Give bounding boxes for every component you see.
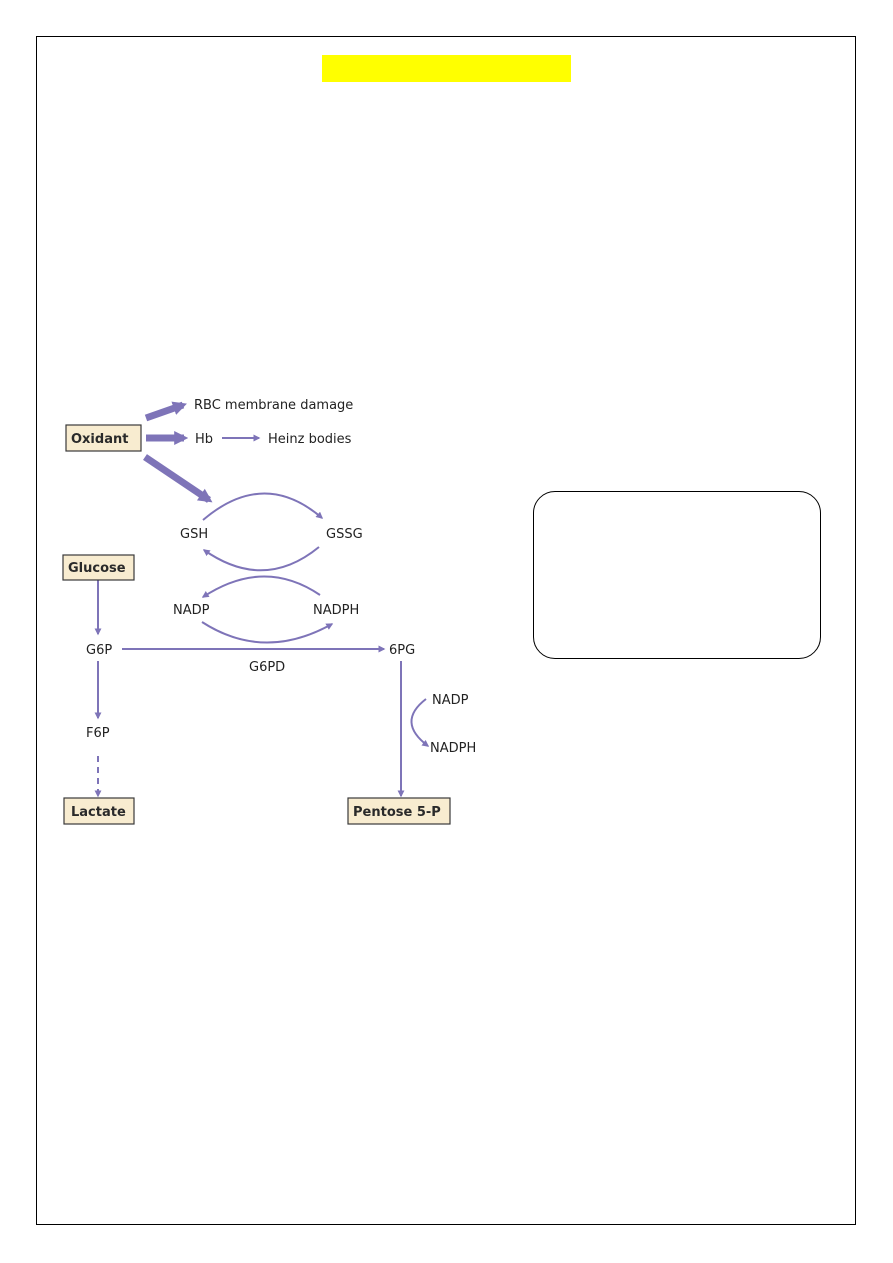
6pg-label: 6PG [389, 643, 415, 658]
pentose-label: Pentose 5-P [353, 805, 441, 820]
hb-label: Hb [195, 432, 213, 447]
nadph-mid-label: NADPH [313, 603, 359, 618]
glucose-label: Glucose [68, 561, 126, 576]
arrow-nadph-to-nadp [201, 575, 321, 598]
g6pd-label: G6PD [249, 660, 285, 675]
rbc-damage-label: RBC membrane damage [194, 398, 353, 413]
oxidant-label: Oxidant [71, 432, 128, 447]
lactate-label: Lactate [71, 805, 126, 820]
nadp-right-label: NADP [432, 693, 469, 708]
arrow-nadp-to-nadph-side [410, 698, 430, 747]
gsh-label: GSH [180, 527, 208, 542]
lactate-box [63, 797, 135, 825]
arrow-gsh-to-gssg [202, 492, 324, 521]
arrow-nadp-to-nadph [201, 621, 334, 644]
page-border [36, 36, 856, 1225]
oxidant-box [65, 424, 142, 452]
glucose-box [62, 554, 135, 581]
arrow-oxidant-to-gsh [143, 454, 213, 503]
highlight-bar [322, 55, 571, 82]
f6p-label: F6P [86, 726, 110, 741]
nadp-left-label: NADP [173, 603, 210, 618]
arrow-gssg-to-gsh [202, 546, 320, 572]
nadph-right-label: NADPH [430, 741, 476, 756]
gssg-label: GSSG [326, 527, 363, 542]
note-box [533, 491, 821, 659]
heinz-bodies-label: Heinz bodies [268, 432, 352, 447]
arrow-oxidant-to-rbc-damage [144, 401, 187, 422]
g6p-label: G6P [86, 643, 112, 658]
pentose-box [347, 797, 451, 825]
